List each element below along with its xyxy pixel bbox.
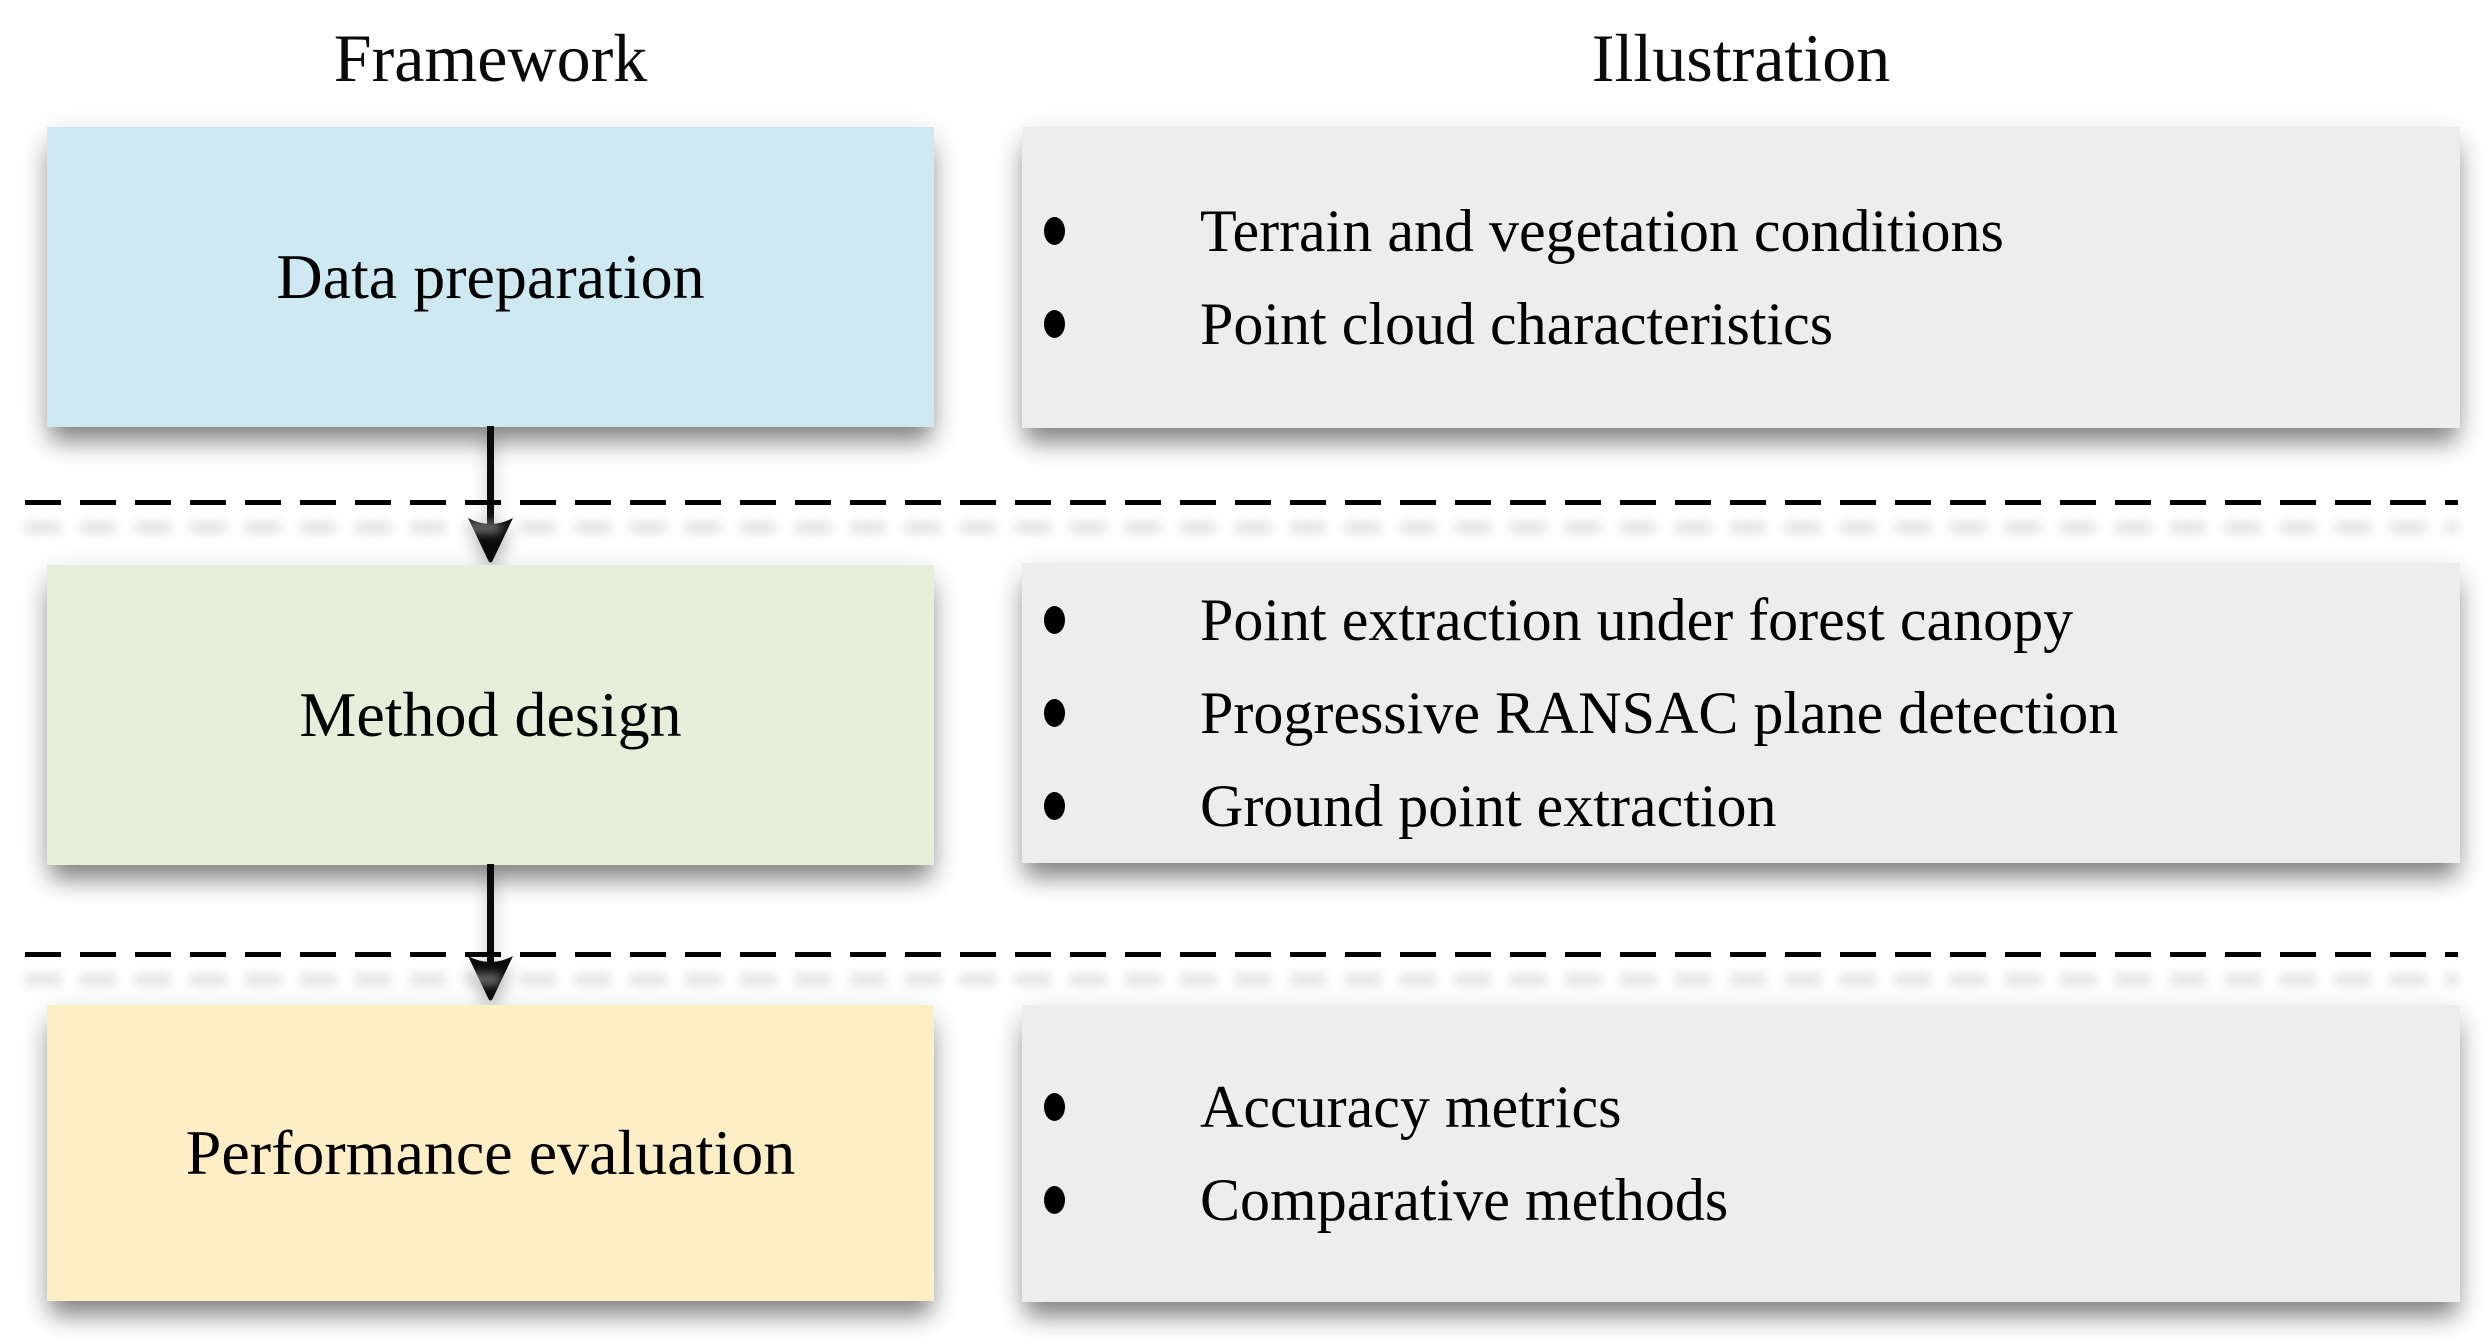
framework-column-title: Framework: [333, 19, 648, 96]
list-item-text: Ground point extraction: [1200, 772, 1777, 839]
list-item: Ground point extraction: [1022, 760, 2460, 853]
list-item-text: Progressive RANSAC plane detection: [1200, 679, 2119, 746]
list-item-text: Comparative methods: [1200, 1166, 1729, 1233]
down-arrow-icon: [468, 426, 513, 563]
bullet-icon: [1044, 1093, 1065, 1121]
stage-label: Method design: [299, 679, 682, 750]
dashed-divider-shadow: [25, 974, 2458, 985]
list-item: Accuracy metrics: [1022, 1061, 2460, 1154]
list-item: Point extraction under forest canopy: [1022, 574, 2460, 667]
dashed-divider-shadow: [25, 522, 2458, 533]
bullet-icon: [1044, 699, 1065, 727]
illustration-panel-performance-evaluation: Accuracy metrics Comparative methods: [1022, 1005, 2460, 1302]
stage-box-method-design: Method design: [47, 565, 934, 865]
list-item-text: Point extraction under forest canopy: [1200, 586, 2074, 653]
list-item-text: Point cloud characteristics: [1200, 290, 1834, 357]
stage-label: Data preparation: [276, 241, 705, 312]
list-item-text: Accuracy metrics: [1200, 1073, 1622, 1140]
stage-box-performance-evaluation: Performance evaluation: [47, 1005, 934, 1301]
list-item: Comparative methods: [1022, 1154, 2460, 1247]
bullet-icon: [1044, 606, 1065, 634]
illustration-column-title: Illustration: [1591, 19, 1891, 96]
bullet-icon: [1044, 792, 1065, 820]
dashed-divider: [25, 952, 2458, 957]
bullet-icon: [1044, 217, 1065, 245]
list-item: Progressive RANSAC plane detection: [1022, 667, 2460, 760]
list-item-text: Terrain and vegetation conditions: [1200, 197, 2004, 264]
illustration-panel-data-preparation: Terrain and vegetation conditions Point …: [1022, 127, 2460, 428]
illustration-panel-method-design: Point extraction under forest canopy Pro…: [1022, 563, 2460, 863]
bullet-list: Accuracy metrics Comparative methods: [1022, 1061, 2460, 1247]
stage-label: Performance evaluation: [185, 1117, 796, 1188]
dashed-divider: [25, 500, 2458, 505]
bullet-icon: [1044, 1186, 1065, 1214]
stage-box-data-preparation: Data preparation: [47, 127, 934, 427]
bullet-icon: [1044, 310, 1065, 338]
list-item: Point cloud characteristics: [1022, 278, 2460, 371]
bullet-list: Point extraction under forest canopy Pro…: [1022, 574, 2460, 853]
bullet-list: Terrain and vegetation conditions Point …: [1022, 185, 2460, 371]
list-item: Terrain and vegetation conditions: [1022, 185, 2460, 278]
